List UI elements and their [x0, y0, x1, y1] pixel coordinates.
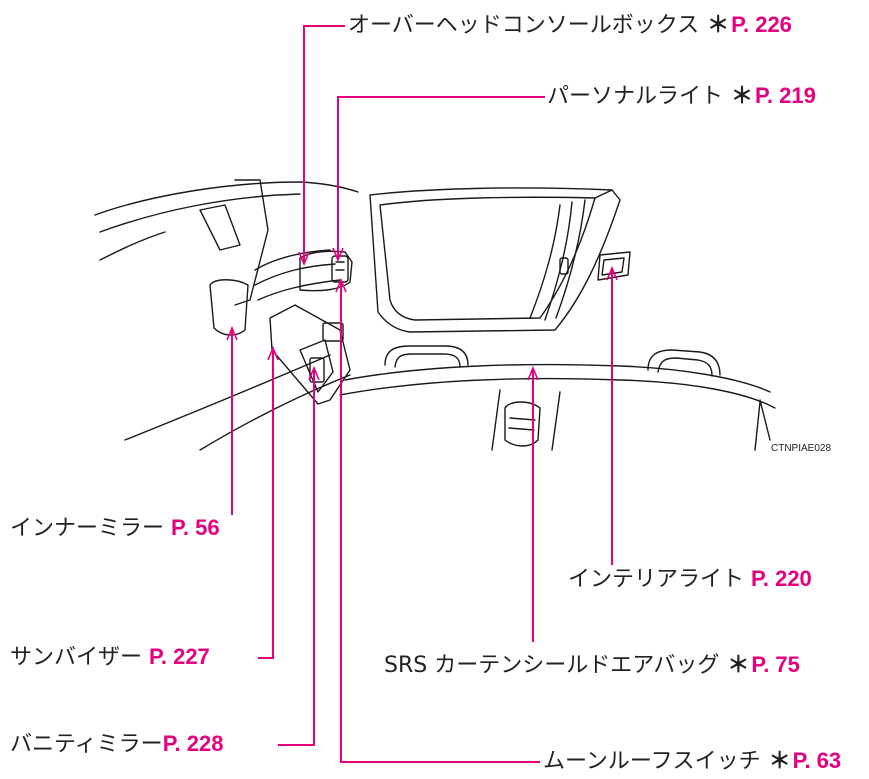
page-reference[interactable]: P. 63 — [792, 748, 842, 773]
callout-name: パーソナルライト — [547, 84, 724, 109]
page-reference[interactable]: P. 75 — [751, 652, 800, 677]
leader-moonroof — [340, 282, 540, 763]
star-mark: ＊ — [731, 84, 754, 109]
page-reference[interactable]: P. 219 — [755, 83, 816, 108]
callout-name: インナーミラー — [10, 516, 165, 541]
callout-name: ムーンルーフスイッチ — [543, 749, 761, 774]
callout-personal-light: パーソナルライト ＊P. 219 — [547, 83, 816, 110]
callout-name: インテリアライト — [568, 567, 745, 592]
callout-name: バニティミラー — [10, 732, 163, 757]
callout-inner-mirror: インナーミラー P. 56 — [10, 515, 220, 542]
star-mark: ＊ — [768, 749, 791, 774]
page-reference[interactable]: P. 227 — [149, 644, 210, 669]
page-reference[interactable]: P. 228 — [162, 731, 224, 756]
star-mark: ＊ — [727, 653, 750, 678]
callout-name: サンバイザー — [10, 645, 143, 670]
callout-name: オーバーヘッドコンソールボックス — [348, 13, 700, 38]
callout-vanity-mirror: バニティミラーP. 228 — [10, 731, 223, 758]
callout-sun-visor: サンバイザー P. 227 — [10, 644, 210, 671]
figure-code: CTNPIAE028 — [771, 443, 832, 454]
leader-arrowheads — [226, 247, 618, 381]
callout-overhead-console: オーバーヘッドコンソールボックス ＊P. 226 — [348, 12, 792, 39]
leader-overhead — [303, 25, 345, 262]
page-reference[interactable]: P. 226 — [731, 12, 792, 37]
callout-name: SRS カーテンシールドエアバッグ — [384, 653, 720, 678]
callout-interior-light: インテリアライト P. 220 — [568, 566, 812, 593]
page-reference[interactable]: P. 220 — [751, 566, 812, 591]
leader-sun-visor — [258, 350, 274, 659]
roof-drawing — [94, 179, 776, 451]
leader-lines — [231, 25, 613, 763]
star-mark: ＊ — [707, 13, 730, 38]
callout-curtain-airbag: SRS カーテンシールドエアバッグ ＊P. 75 — [384, 652, 800, 679]
callout-moonroof-switch: ムーンルーフスイッチ ＊P. 63 — [543, 748, 841, 775]
page-reference[interactable]: P. 56 — [171, 515, 220, 540]
leader-vanity — [278, 370, 315, 746]
leader-personal — [337, 96, 545, 258]
